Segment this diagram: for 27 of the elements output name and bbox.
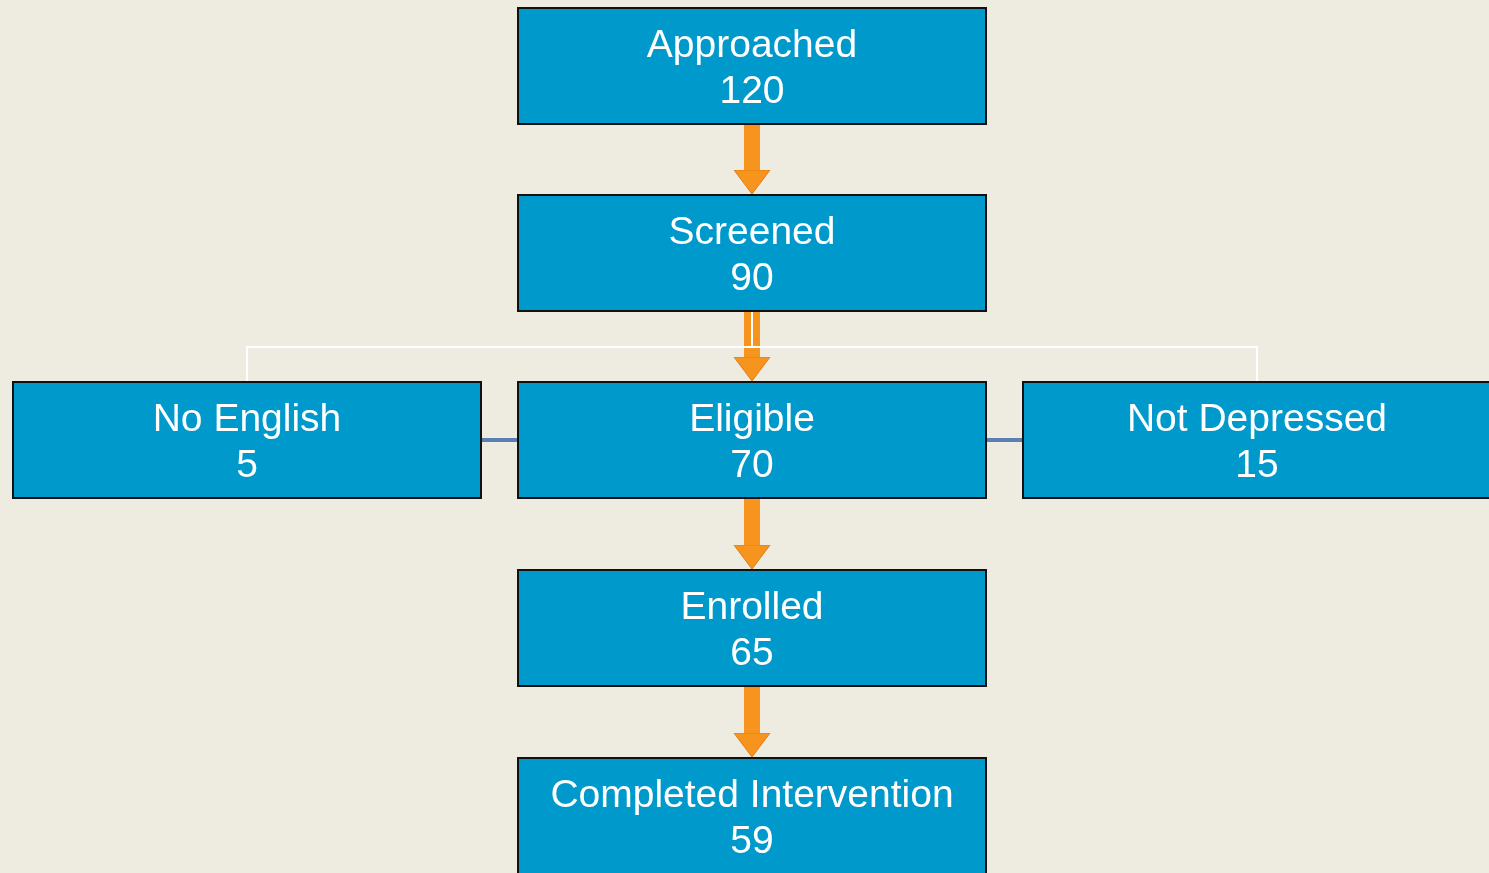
- count-label: 59: [730, 817, 774, 863]
- process-box: [12, 381, 482, 499]
- stage-label: Approached: [646, 21, 858, 67]
- count-label: 65: [730, 629, 774, 675]
- stage-label: Completed Intervention: [550, 771, 954, 817]
- process-box: [517, 7, 987, 125]
- stage-label: No English: [152, 395, 342, 441]
- arrow: [733, 687, 771, 758]
- stage-label: Not Depressed: [1126, 395, 1388, 441]
- process-box: [517, 569, 987, 687]
- connector-line: [987, 438, 1022, 442]
- stage-label: Screened: [668, 208, 836, 254]
- count-label: 120: [719, 67, 785, 113]
- count-label: 70: [730, 441, 774, 487]
- stage-label: Enrolled: [680, 583, 824, 629]
- arrow: [733, 125, 771, 195]
- stage-label: Eligible: [689, 395, 815, 441]
- arrow: [733, 499, 771, 570]
- arrow: [733, 312, 771, 382]
- count-label: 5: [236, 441, 258, 487]
- process-box: [1022, 381, 1489, 499]
- count-label: 90: [730, 254, 774, 300]
- process-box: [517, 381, 987, 499]
- count-label: 15: [1235, 441, 1279, 487]
- process-box: [517, 757, 987, 873]
- process-box: [517, 194, 987, 312]
- connector-line: [482, 438, 517, 442]
